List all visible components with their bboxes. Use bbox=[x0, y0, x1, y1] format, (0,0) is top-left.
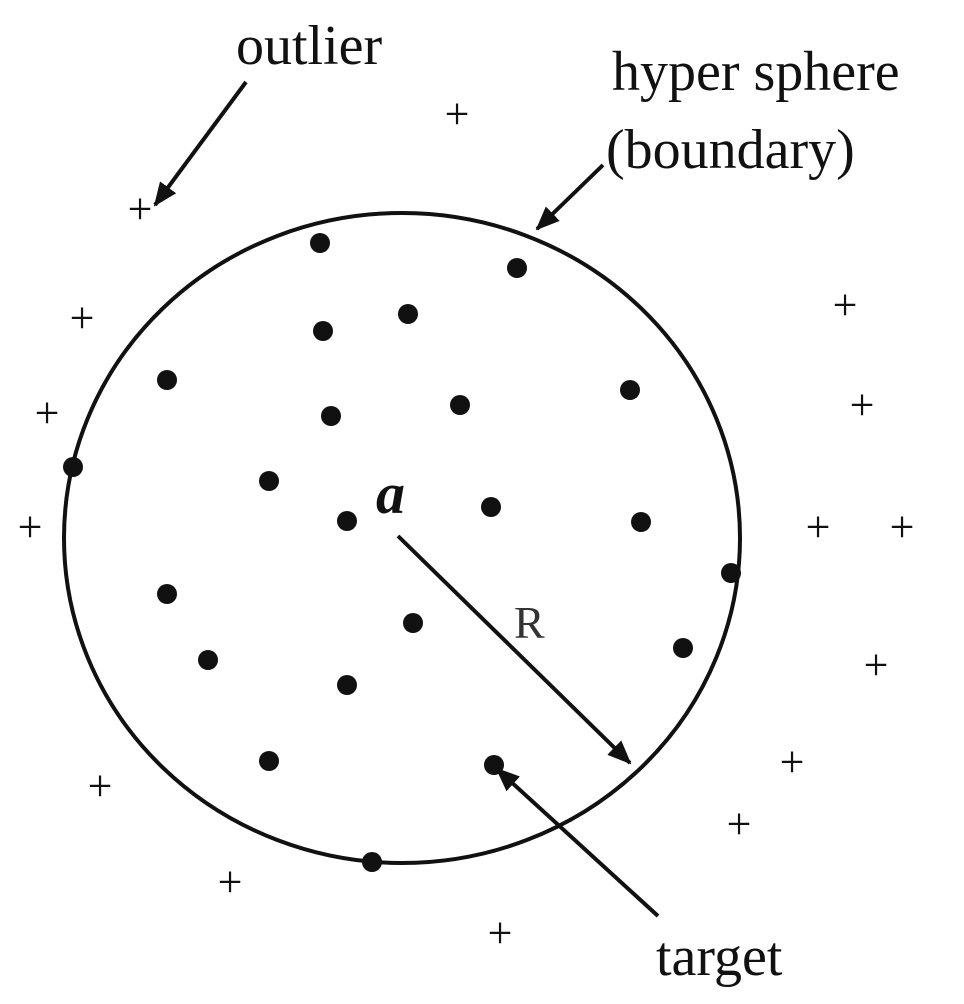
boundary-arrow bbox=[535, 163, 605, 231]
target-point bbox=[310, 233, 330, 253]
target-point bbox=[631, 512, 651, 532]
target-point bbox=[673, 638, 693, 658]
outlier-marker: + bbox=[218, 858, 243, 907]
target-point bbox=[259, 471, 279, 491]
radius-label: R bbox=[514, 597, 545, 648]
center-label: a bbox=[376, 461, 405, 526]
outlier-marker: + bbox=[35, 389, 60, 438]
target-point bbox=[337, 675, 357, 695]
target-point bbox=[450, 395, 470, 415]
target-point bbox=[620, 380, 640, 400]
target-points bbox=[63, 233, 741, 872]
outlier-marker: + bbox=[864, 641, 889, 690]
target-point bbox=[157, 370, 177, 390]
target-point bbox=[63, 457, 83, 477]
outlier-marker: + bbox=[445, 90, 470, 139]
target-label: target bbox=[656, 926, 783, 988]
target-point bbox=[157, 584, 177, 604]
target-point bbox=[259, 751, 279, 771]
target-arrow bbox=[495, 767, 660, 918]
target-point bbox=[403, 613, 423, 633]
outlier-marker: + bbox=[890, 503, 915, 552]
outlier-marker: + bbox=[780, 738, 805, 787]
hypersphere-boundary bbox=[62, 211, 742, 865]
hypersphere-label-line1: hyper sphere bbox=[612, 41, 900, 103]
outlier-marker: + bbox=[488, 909, 513, 958]
target-point bbox=[198, 650, 218, 670]
outlier-marker: + bbox=[727, 800, 752, 849]
target-point bbox=[721, 563, 741, 583]
outlier-marker: + bbox=[70, 294, 95, 343]
outlier-marker: + bbox=[833, 281, 858, 330]
outlier-marker: + bbox=[88, 762, 113, 811]
radius-arrow bbox=[396, 534, 632, 765]
outlier-arrow bbox=[153, 80, 248, 207]
target-point bbox=[398, 304, 418, 324]
target-point bbox=[481, 497, 501, 517]
outlier-marker: + bbox=[806, 503, 831, 552]
outlier-label: outlier bbox=[236, 15, 383, 77]
target-point bbox=[313, 321, 333, 341]
outlier-marker: + bbox=[18, 503, 43, 552]
target-point bbox=[362, 852, 382, 872]
hypersphere-label-line2: (boundary) bbox=[606, 119, 855, 181]
outlier-points: +++++++++++++++ bbox=[18, 90, 915, 958]
outlier-marker: + bbox=[128, 185, 153, 234]
target-point bbox=[337, 511, 357, 531]
outlier-marker: + bbox=[850, 381, 875, 430]
target-point bbox=[507, 258, 527, 278]
target-point bbox=[321, 406, 341, 426]
